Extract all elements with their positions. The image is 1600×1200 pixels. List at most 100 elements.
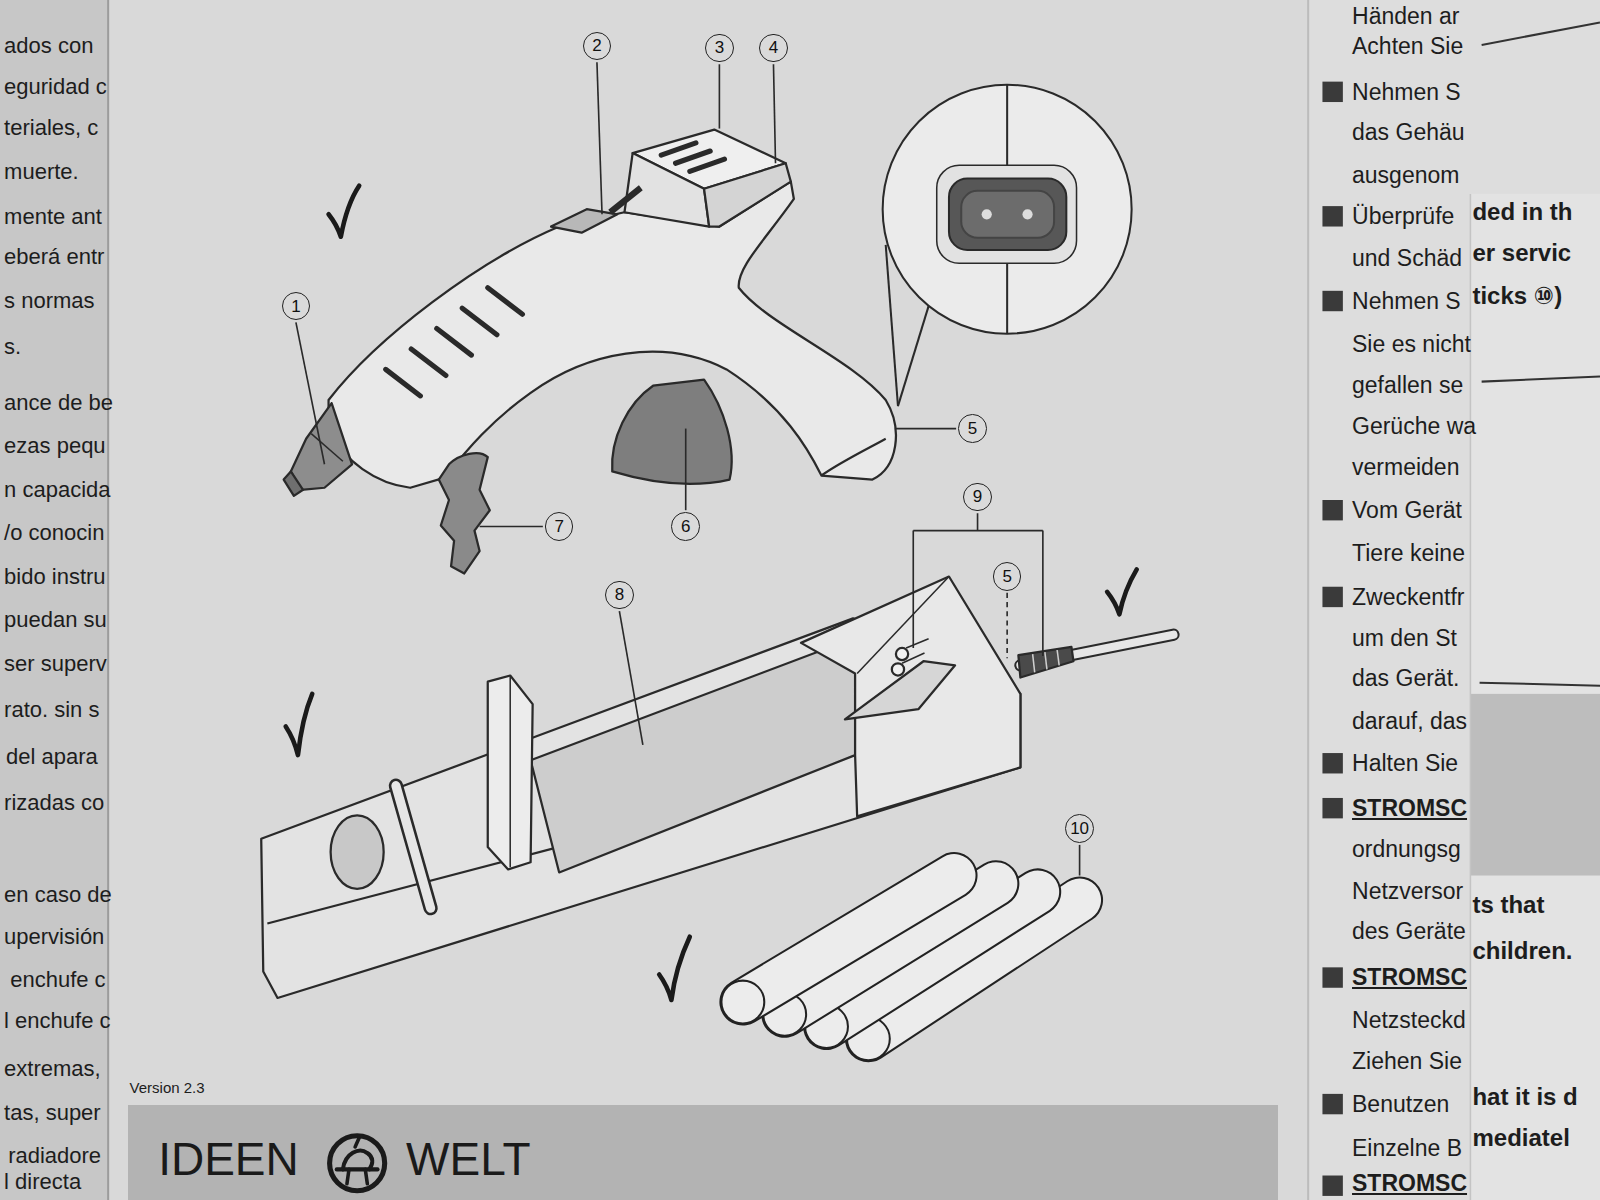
list-bullets xyxy=(1322,82,1342,1196)
english-text-fragment: ded in th xyxy=(1472,198,1572,226)
charge-contacts xyxy=(892,663,904,675)
german-warning-heading: STROMSC xyxy=(1352,795,1467,821)
label-holder: muerte. xyxy=(4,159,79,184)
label-holder: children. xyxy=(1472,937,1572,965)
callout-circle: 3 xyxy=(705,34,734,63)
label-holder: rizadas co xyxy=(4,790,104,815)
label-holder: radiadore xyxy=(8,1143,101,1168)
vent-slots xyxy=(488,288,523,315)
german-text-fragment: Netzversor xyxy=(1352,878,1463,904)
dashed-leader xyxy=(1006,593,1008,658)
german-text-fragment: Ziehen Sie xyxy=(1352,1048,1462,1074)
spanish-text-fragment: s normas xyxy=(4,288,94,313)
callout-number: 4 xyxy=(769,39,778,56)
label-holder: n capacida xyxy=(4,477,110,502)
list-bullets xyxy=(1322,753,1342,773)
vent-slots xyxy=(411,349,446,376)
charging-base xyxy=(509,676,511,868)
power-cable xyxy=(1033,654,1035,672)
socket-detail xyxy=(886,245,898,406)
label-holder: puedan su xyxy=(4,607,107,632)
label-holder: bido instru xyxy=(4,564,106,589)
list-bullets xyxy=(1322,82,1342,102)
feed-block xyxy=(676,151,711,163)
list-bullets xyxy=(1322,206,1342,226)
power-cable xyxy=(1045,652,1047,669)
label-holder: Benutzen xyxy=(1352,1091,1449,1117)
label-holder: ausgenom xyxy=(1352,162,1459,188)
label-holder: des Geräte xyxy=(1352,918,1466,944)
list-bullets xyxy=(1322,291,1342,311)
callout-leader xyxy=(296,62,1080,875)
charge-contacts xyxy=(892,639,929,676)
label-holder: del apara xyxy=(6,744,98,769)
paper-ground xyxy=(1470,694,1600,876)
german-text-fragment: des Geräte xyxy=(1352,918,1466,944)
feed-block xyxy=(661,143,724,172)
callout-circle: 5 xyxy=(958,414,987,443)
base-hole xyxy=(331,815,384,888)
callout-leader xyxy=(619,611,642,745)
label-holder: ded in th xyxy=(1472,198,1572,226)
nozzle xyxy=(284,403,352,496)
english-text-fragment: ticks ⑩) xyxy=(1472,282,1562,310)
paper-ground xyxy=(1307,0,1309,1200)
german-text-fragment: Sie es nicht xyxy=(1352,331,1471,357)
brand-logo xyxy=(337,1167,378,1171)
label-holder: und Schäd xyxy=(1352,245,1462,271)
label-holder: das Gerät. xyxy=(1352,665,1459,691)
glue-sticks xyxy=(721,876,1079,1061)
label-holder: Händen ar xyxy=(1352,3,1459,29)
check-mark xyxy=(286,694,313,755)
nozzle xyxy=(311,434,343,462)
callout-number: 9 xyxy=(973,488,982,505)
label-holder: STROMSC xyxy=(1352,1170,1467,1196)
stick-inlet xyxy=(610,188,641,212)
german-text-fragment: Benutzen xyxy=(1352,1091,1449,1117)
label-holder: Version 2.3 xyxy=(130,1079,205,1096)
label-holder: ezas pequ xyxy=(4,433,106,458)
glue-sticks xyxy=(743,876,954,1003)
callout-circle: 6 xyxy=(671,512,700,541)
label-holder: teriales, c xyxy=(4,115,98,140)
callout-leader xyxy=(895,428,956,430)
callout-leader xyxy=(773,64,775,163)
label-holder: ticks ⑩) xyxy=(1472,282,1562,310)
label-holder: Nehmen S xyxy=(1352,288,1461,314)
english-text-fragment: children. xyxy=(1472,937,1572,965)
callout-number: 3 xyxy=(715,39,724,56)
callout-bracket xyxy=(913,513,1043,656)
brand-logo xyxy=(330,1136,385,1191)
brand-logo xyxy=(347,1138,367,1184)
callout-circle: 10 xyxy=(1065,814,1094,843)
charge-contacts xyxy=(906,639,928,648)
label-holder: tas, super xyxy=(4,1100,101,1125)
paper-ground xyxy=(1308,0,1600,1200)
spanish-text-fragment: del apara xyxy=(6,744,98,769)
german-text-fragment: und Schäd xyxy=(1352,245,1462,271)
german-text-fragment: das Gerät. xyxy=(1352,665,1459,691)
text-leader-line xyxy=(1480,22,1600,685)
callout-circle: 9 xyxy=(963,483,992,512)
callout-number: 6 xyxy=(681,518,690,535)
label-holder: Netzversor xyxy=(1352,878,1463,904)
label-holder: l enchufe c xyxy=(4,1008,110,1033)
callout-number: 8 xyxy=(615,586,624,603)
label-holder: das Gehäu xyxy=(1352,119,1465,145)
german-text-fragment: Zweckentfr xyxy=(1352,584,1464,610)
german-text-fragment: Gerüche wa xyxy=(1352,413,1476,439)
label-holder: mente ant xyxy=(4,204,102,229)
label-holder: eguridad c xyxy=(4,74,107,99)
check-mark xyxy=(286,186,1137,1000)
german-text-fragment: Nehmen S xyxy=(1352,288,1461,314)
callout-leader xyxy=(1079,845,1081,876)
glue-sticks xyxy=(721,981,764,1024)
callout-leader xyxy=(719,64,721,128)
list-bullets xyxy=(1322,1094,1342,1114)
german-text-fragment: Überprüfe xyxy=(1352,203,1454,229)
label-holder: um den St xyxy=(1352,625,1457,651)
label-holder: ordnungsg xyxy=(1352,836,1461,862)
brand-band: IDEENWELT xyxy=(128,1105,1278,1200)
list-bullets xyxy=(1322,500,1342,520)
label-holder: l directa xyxy=(4,1169,81,1194)
